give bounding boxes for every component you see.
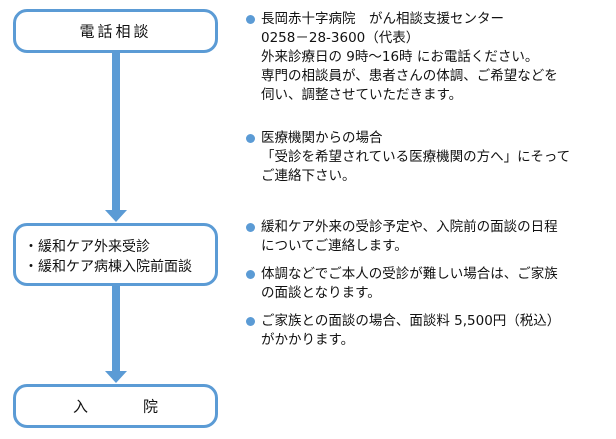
note-line: 緩和ケア外来の受診予定や、入院前の面談の日程	[261, 219, 558, 235]
bullet-icon	[246, 134, 255, 143]
note-line: 「受診を希望されている医療機関の方へ」にそって	[261, 149, 571, 165]
step-palliative-visit-item: ・緩和ケア病棟入院前面談	[24, 259, 192, 275]
step-phone-consultation-label: 電話相談	[79, 22, 152, 41]
bullet-icon	[246, 223, 255, 232]
note-line: の面談となります。	[261, 285, 381, 301]
note-line: 専門の相談員が、患者さんの体調、ご希望などを	[261, 68, 558, 84]
note-line: 伺い、調整させていただきます。	[261, 87, 463, 103]
note-line: 外来診療日の 9時～16時 にお電話ください。	[261, 49, 539, 65]
note-institution-group: 医療機関からの場合 「受診を希望されている医療機関の方へ」にそって ご連絡下さい…	[240, 129, 570, 186]
note-visit-schedule: 緩和ケア外来の受診予定や、入院前の面談の日程 についてご連絡します。	[240, 218, 560, 256]
note-phone: 長岡赤十字病院 がん相談支援センター 0258－28-3600（代表） 外来診療…	[240, 10, 558, 105]
step-palliative-visit-item: ・緩和ケア外来受診	[24, 239, 150, 255]
bullet-icon	[246, 270, 255, 279]
note-line: 0258－28-3600（代表）	[261, 30, 420, 46]
step-palliative-visit-list: ・緩和ケア外来受診 ・緩和ケア病棟入院前面談	[24, 237, 192, 277]
note-institution: 医療機関からの場合 「受診を希望されている医療機関の方へ」にそって ご連絡下さい…	[240, 129, 570, 186]
arrow-2-head	[105, 371, 127, 383]
arrow-1-head	[105, 210, 127, 222]
note-line: についてご連絡します。	[261, 238, 408, 254]
step-palliative-visit: ・緩和ケア外来受診 ・緩和ケア病棟入院前面談	[13, 223, 218, 286]
arrow-1-shaft	[112, 53, 120, 211]
note-line: 体調などでご本人の受診が難しい場合は、ご家族	[261, 266, 558, 282]
note-line: がかかります。	[261, 332, 355, 348]
bullet-icon	[246, 15, 255, 24]
step-admission-label: 入 院	[72, 397, 178, 416]
note-line: 長岡赤十字病院 がん相談支援センター	[261, 11, 504, 27]
note-visit-group: 緩和ケア外来の受診予定や、入院前の面談の日程 についてご連絡します。 体調などで…	[240, 218, 560, 350]
arrow-2-shaft	[112, 286, 120, 372]
bullet-icon	[246, 317, 255, 326]
step-admission: 入 院	[13, 384, 218, 428]
step-phone-consultation: 電話相談	[13, 9, 218, 53]
note-line: ご連絡下さい。	[261, 168, 356, 184]
note-line: 医療機関からの場合	[261, 130, 383, 146]
note-visit-fee: ご家族との面談の場合、面談料 5,500円（税込） がかかります。	[240, 312, 560, 350]
note-phone-group: 長岡赤十字病院 がん相談支援センター 0258－28-3600（代表） 外来診療…	[240, 10, 558, 105]
note-line: ご家族との面談の場合、面談料 5,500円（税込）	[261, 313, 561, 329]
note-visit-family: 体調などでご本人の受診が難しい場合は、ご家族 の面談となります。	[240, 265, 560, 303]
